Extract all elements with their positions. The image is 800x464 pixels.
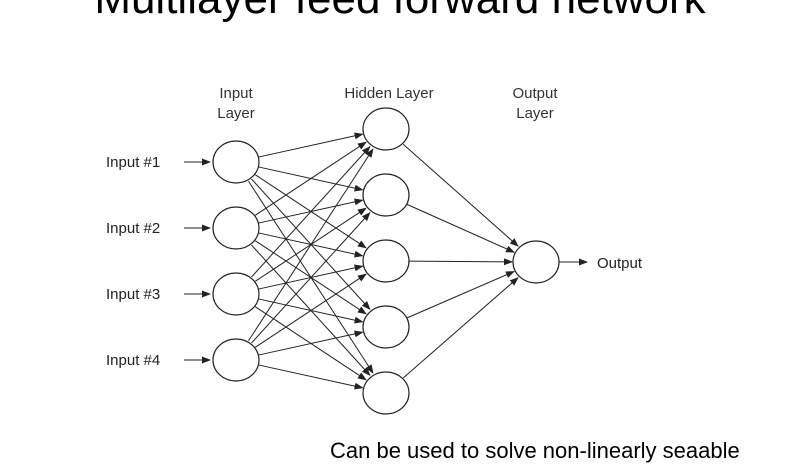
input-label-3: Input #3 [106, 286, 160, 303]
input-node-3 [212, 272, 260, 316]
hidden-layer-header: Hidden Layer [344, 85, 433, 102]
connection-hidden-1-output [402, 143, 519, 247]
connections [248, 132, 519, 390]
output-label: Output [597, 255, 643, 272]
hidden-node-3 [362, 239, 410, 283]
connection-hidden-2-output [406, 203, 515, 253]
connection-input-4-hidden-3 [254, 273, 367, 348]
input-layer-header-line1: Input [219, 85, 253, 102]
nodes [212, 107, 560, 415]
connection-input-1-hidden-1 [258, 132, 364, 158]
input-node-4 [212, 338, 260, 382]
slide-title: Multilayer feed forward network [0, 0, 800, 25]
connection-input-3-hidden-1 [251, 146, 371, 278]
output-node [512, 240, 560, 284]
input-label-1: Input #1 [106, 154, 160, 171]
input-node-2 [212, 206, 260, 250]
output-layer-header-line2: Layer [516, 105, 554, 122]
connection-input-4-hidden-2 [251, 212, 371, 344]
input-layer-header-line2: Layer [217, 105, 255, 122]
connection-hidden-3-output [408, 258, 514, 266]
hidden-node-4 [362, 305, 410, 349]
hidden-node-1 [362, 107, 410, 151]
hidden-node-5 [362, 371, 410, 415]
input-label-2: Input #2 [106, 220, 160, 237]
connection-input-4-hidden-4 [258, 330, 364, 356]
connection-input-4-hidden-1 [248, 148, 374, 341]
connection-input-2-hidden-1 [254, 141, 367, 216]
input-node-1 [212, 140, 260, 184]
connection-hidden-5-output [402, 277, 519, 379]
input-label-4: Input #4 [106, 352, 160, 369]
footer-text: Can be used to solve non-linearly seaabl… [330, 438, 740, 463]
connection-input-4-hidden-5 [258, 364, 364, 390]
network-diagram: Input Layer Hidden Layer Output Layer In… [106, 85, 643, 415]
hidden-node-2 [362, 173, 410, 217]
connection-hidden-4-output [406, 271, 515, 319]
output-layer-header-line1: Output [512, 85, 558, 102]
